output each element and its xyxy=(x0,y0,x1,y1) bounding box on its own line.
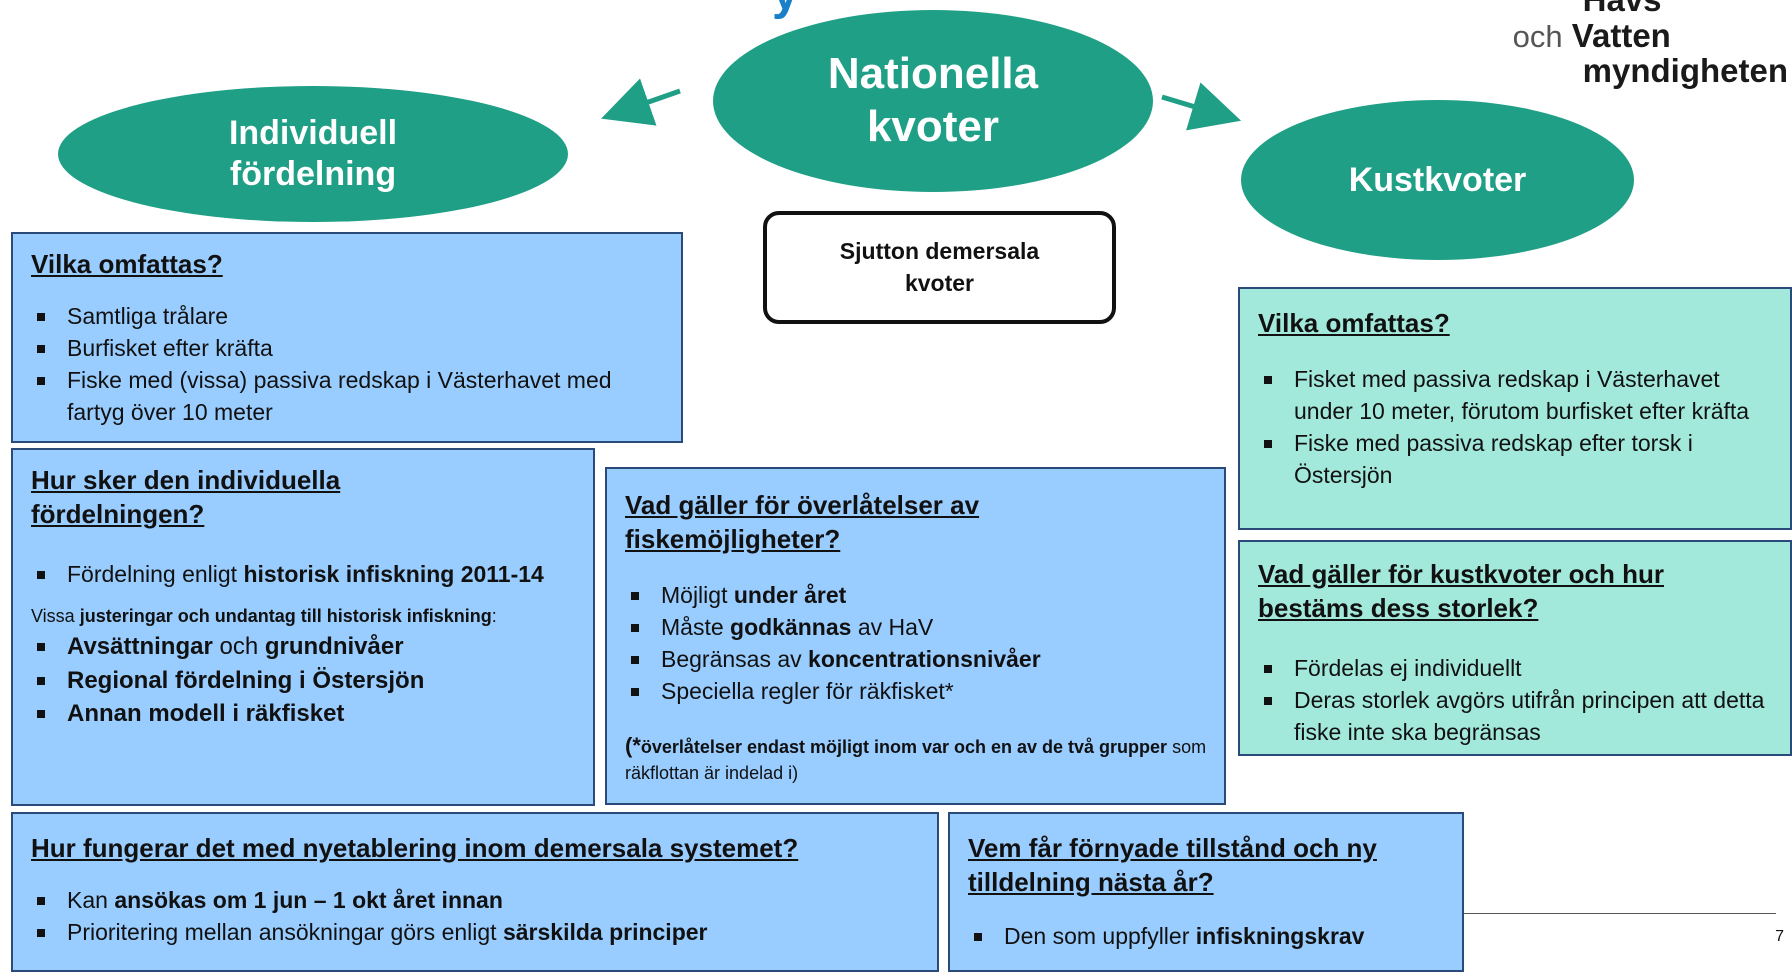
note-post: : xyxy=(491,605,497,626)
bold-text: Regional fördelning i Östersjön xyxy=(67,666,425,694)
note-bold: justeringar och undantag till historisk … xyxy=(79,605,492,626)
overlatelser-footnote: (*överlåtelser endast möjligt inom var o… xyxy=(625,731,1210,785)
havs-och-vatten-logo: Havs och Vatten myndigheten xyxy=(1513,0,1788,89)
list-item: Möjligt under året xyxy=(625,579,1210,611)
text: Möjligt xyxy=(661,581,734,608)
box-hur-sker: Hur sker den individuella fördelningen? … xyxy=(11,448,595,806)
title-fragment: y xyxy=(772,0,799,21)
vilka-left-list: Samtliga trålare Burfisket efter kräfta … xyxy=(31,300,667,429)
box-vilka-omfattas-left: Vilka omfattas? Samtliga trålare Burfisk… xyxy=(11,232,683,443)
nationella-label-1: Nationella xyxy=(827,49,1039,99)
bold-text: särskilda principer xyxy=(502,918,708,945)
bold-text: Annan modell i räkfisket xyxy=(67,700,345,728)
footnote-bold: överlåtelser endast möjligt inom var och… xyxy=(640,737,1168,758)
nyetablering-list: Kan ansökas om 1 jun – 1 okt året innan … xyxy=(31,884,923,948)
individuell-label-2: fördelning xyxy=(229,155,397,193)
list-item: Den som uppfyller infiskningskrav xyxy=(968,920,1448,952)
vilka-right-heading: Vilka omfattas? xyxy=(1258,308,1450,338)
sjutton-line-1: Sjutton demersala xyxy=(839,238,1040,265)
list-item: Deras storlek avgörs utifrån principen a… xyxy=(1258,684,1776,748)
list-item: Fördelas ej individuellt xyxy=(1258,652,1776,684)
overlatelser-list: Möjligt under året Måste godkännas av Ha… xyxy=(625,579,1210,708)
note-pre: Vissa xyxy=(31,605,80,626)
footnote-star: (* xyxy=(625,733,641,759)
bold-text: under året xyxy=(733,581,847,608)
list-item: Prioritering mellan ansökningar görs enl… xyxy=(31,916,923,948)
hur-sker-heading-2: fördelningen? xyxy=(31,498,205,529)
hur-sker-heading-1: Hur sker den individuella xyxy=(31,465,341,495)
list-item: Begränsas av koncentrationsnivåer xyxy=(625,643,1210,675)
hur-sker-sublist: Avsättningar och grundnivåer Regional fö… xyxy=(31,630,579,731)
sjutton-line-2: kvoter xyxy=(904,269,975,296)
kustkvoter-list: Fördelas ej individuellt Deras storlek a… xyxy=(1258,652,1776,749)
bold-text: godkännas xyxy=(730,613,852,640)
text: Begränsas av xyxy=(661,645,809,672)
list-item: Annan modell i räkfisket xyxy=(31,697,579,731)
list-item: Fiske med (vissa) passiva redskap i Väst… xyxy=(31,364,667,428)
footnote-post: som räkflottan är indelad i) xyxy=(625,737,1207,784)
box-nyetablering: Hur fungerar det med nyetablering inom d… xyxy=(11,812,939,972)
overlatelser-heading-2: fiskemöjligheter? xyxy=(625,523,841,554)
ellipse-individuell-fordelning: Individuell fördelning xyxy=(58,86,568,222)
list-item: Speciella regler för räkfisket* xyxy=(625,675,1210,707)
text: av HaV xyxy=(851,613,934,640)
nationella-label-2: kvoter xyxy=(866,102,1000,151)
box-fornyade-tillstand: Vem får förnyade tillstånd och ny tillde… xyxy=(948,812,1464,972)
kustkvoter-label: Kustkvoter xyxy=(1348,160,1527,199)
fornyade-heading-1: Vem får förnyade tillstånd och ny xyxy=(968,833,1377,863)
logo-vatten: Vatten xyxy=(1571,16,1671,54)
logo-line-2: och Vatten xyxy=(1512,16,1788,54)
vilka-right-list: Fisket med passiva redskap i Västerhavet… xyxy=(1258,363,1776,492)
box-overlatelser: Vad gäller för överlåtelser av fiskemöjl… xyxy=(605,467,1226,805)
logo-line-3: myndigheten xyxy=(1582,52,1788,90)
box-kustkvoter-storlek: Vad gäller för kustkvoter och hur bestäm… xyxy=(1238,540,1792,756)
bold-text: grundnivåer xyxy=(264,633,404,661)
ellipse-nationella-kvoter: Nationella kvoter xyxy=(713,10,1153,192)
hur-sker-note: Vissa justeringar och undantag till hist… xyxy=(31,604,579,628)
nyetablering-heading: Hur fungerar det med nyetablering inom d… xyxy=(31,833,799,863)
text: Fördelning enligt xyxy=(67,560,244,587)
hur-sker-list: Fördelning enligt historisk infiskning 2… xyxy=(31,558,579,590)
arrow-right xyxy=(1161,82,1242,131)
logo-och: och xyxy=(1512,18,1563,54)
kustkvoter-heading-1: Vad gäller för kustkvoter och hur xyxy=(1258,559,1664,589)
page-number: 7 xyxy=(1775,928,1784,945)
sjutton-demersala-box: Sjutton demersala kvoter xyxy=(763,211,1116,324)
list-item: Kan ansökas om 1 jun – 1 okt året innan xyxy=(31,884,923,916)
kustkvoter-heading-2: bestäms dess storlek? xyxy=(1258,592,1539,623)
overlatelser-heading: Vad gäller för överlåtelser av fiskemöjl… xyxy=(625,489,1210,557)
bold-text: historisk infiskning 2011-14 xyxy=(243,560,544,587)
bold-text: infiskningskrav xyxy=(1195,922,1365,949)
list-item: Fördelning enligt historisk infiskning 2… xyxy=(31,558,579,590)
fornyade-list: Den som uppfyller infiskningskrav xyxy=(968,920,1448,952)
text: Kan xyxy=(67,886,115,913)
fornyade-heading: Vem får förnyade tillstånd och ny tillde… xyxy=(968,832,1448,900)
list-item: Samtliga trålare xyxy=(31,300,667,332)
logo-line-1: Havs xyxy=(1513,0,1788,18)
bold-text: koncentrationsnivåer xyxy=(808,645,1041,672)
list-item: Burfisket efter kräfta xyxy=(31,332,667,364)
kustkvoter-heading: Vad gäller för kustkvoter och hur bestäm… xyxy=(1258,558,1776,626)
text: och xyxy=(212,633,265,661)
text: Prioritering mellan ansökningar görs enl… xyxy=(67,918,503,945)
individuell-label-1: Individuell xyxy=(228,114,398,153)
footer-divider xyxy=(1464,913,1776,914)
text: Den som uppfyller xyxy=(1004,922,1196,949)
list-item: Fisket med passiva redskap i Västerhavet… xyxy=(1258,363,1776,427)
list-item: Måste godkännas av HaV xyxy=(625,611,1210,643)
list-item: Avsättningar och grundnivåer xyxy=(31,630,579,664)
text: Måste xyxy=(661,613,731,640)
box-vilka-omfattas-right: Vilka omfattas? Fisket med passiva redsk… xyxy=(1238,287,1792,530)
list-item: Fiske med passiva redskap efter torsk i … xyxy=(1258,427,1776,491)
vilka-left-heading: Vilka omfattas? xyxy=(31,249,223,279)
arrow-left xyxy=(601,78,681,126)
list-item: Regional fördelning i Östersjön xyxy=(31,664,579,698)
bold-text: ansökas om 1 jun – 1 okt året innan xyxy=(114,886,503,913)
bold-text: Avsättningar xyxy=(67,633,213,661)
overlatelser-heading-1: Vad gäller för överlåtelser av xyxy=(625,490,980,520)
hur-sker-heading: Hur sker den individuella fördelningen? xyxy=(31,464,579,532)
ellipse-kustkvoter: Kustkvoter xyxy=(1241,100,1634,260)
fornyade-heading-2: tilldelning nästa år? xyxy=(968,866,1214,897)
